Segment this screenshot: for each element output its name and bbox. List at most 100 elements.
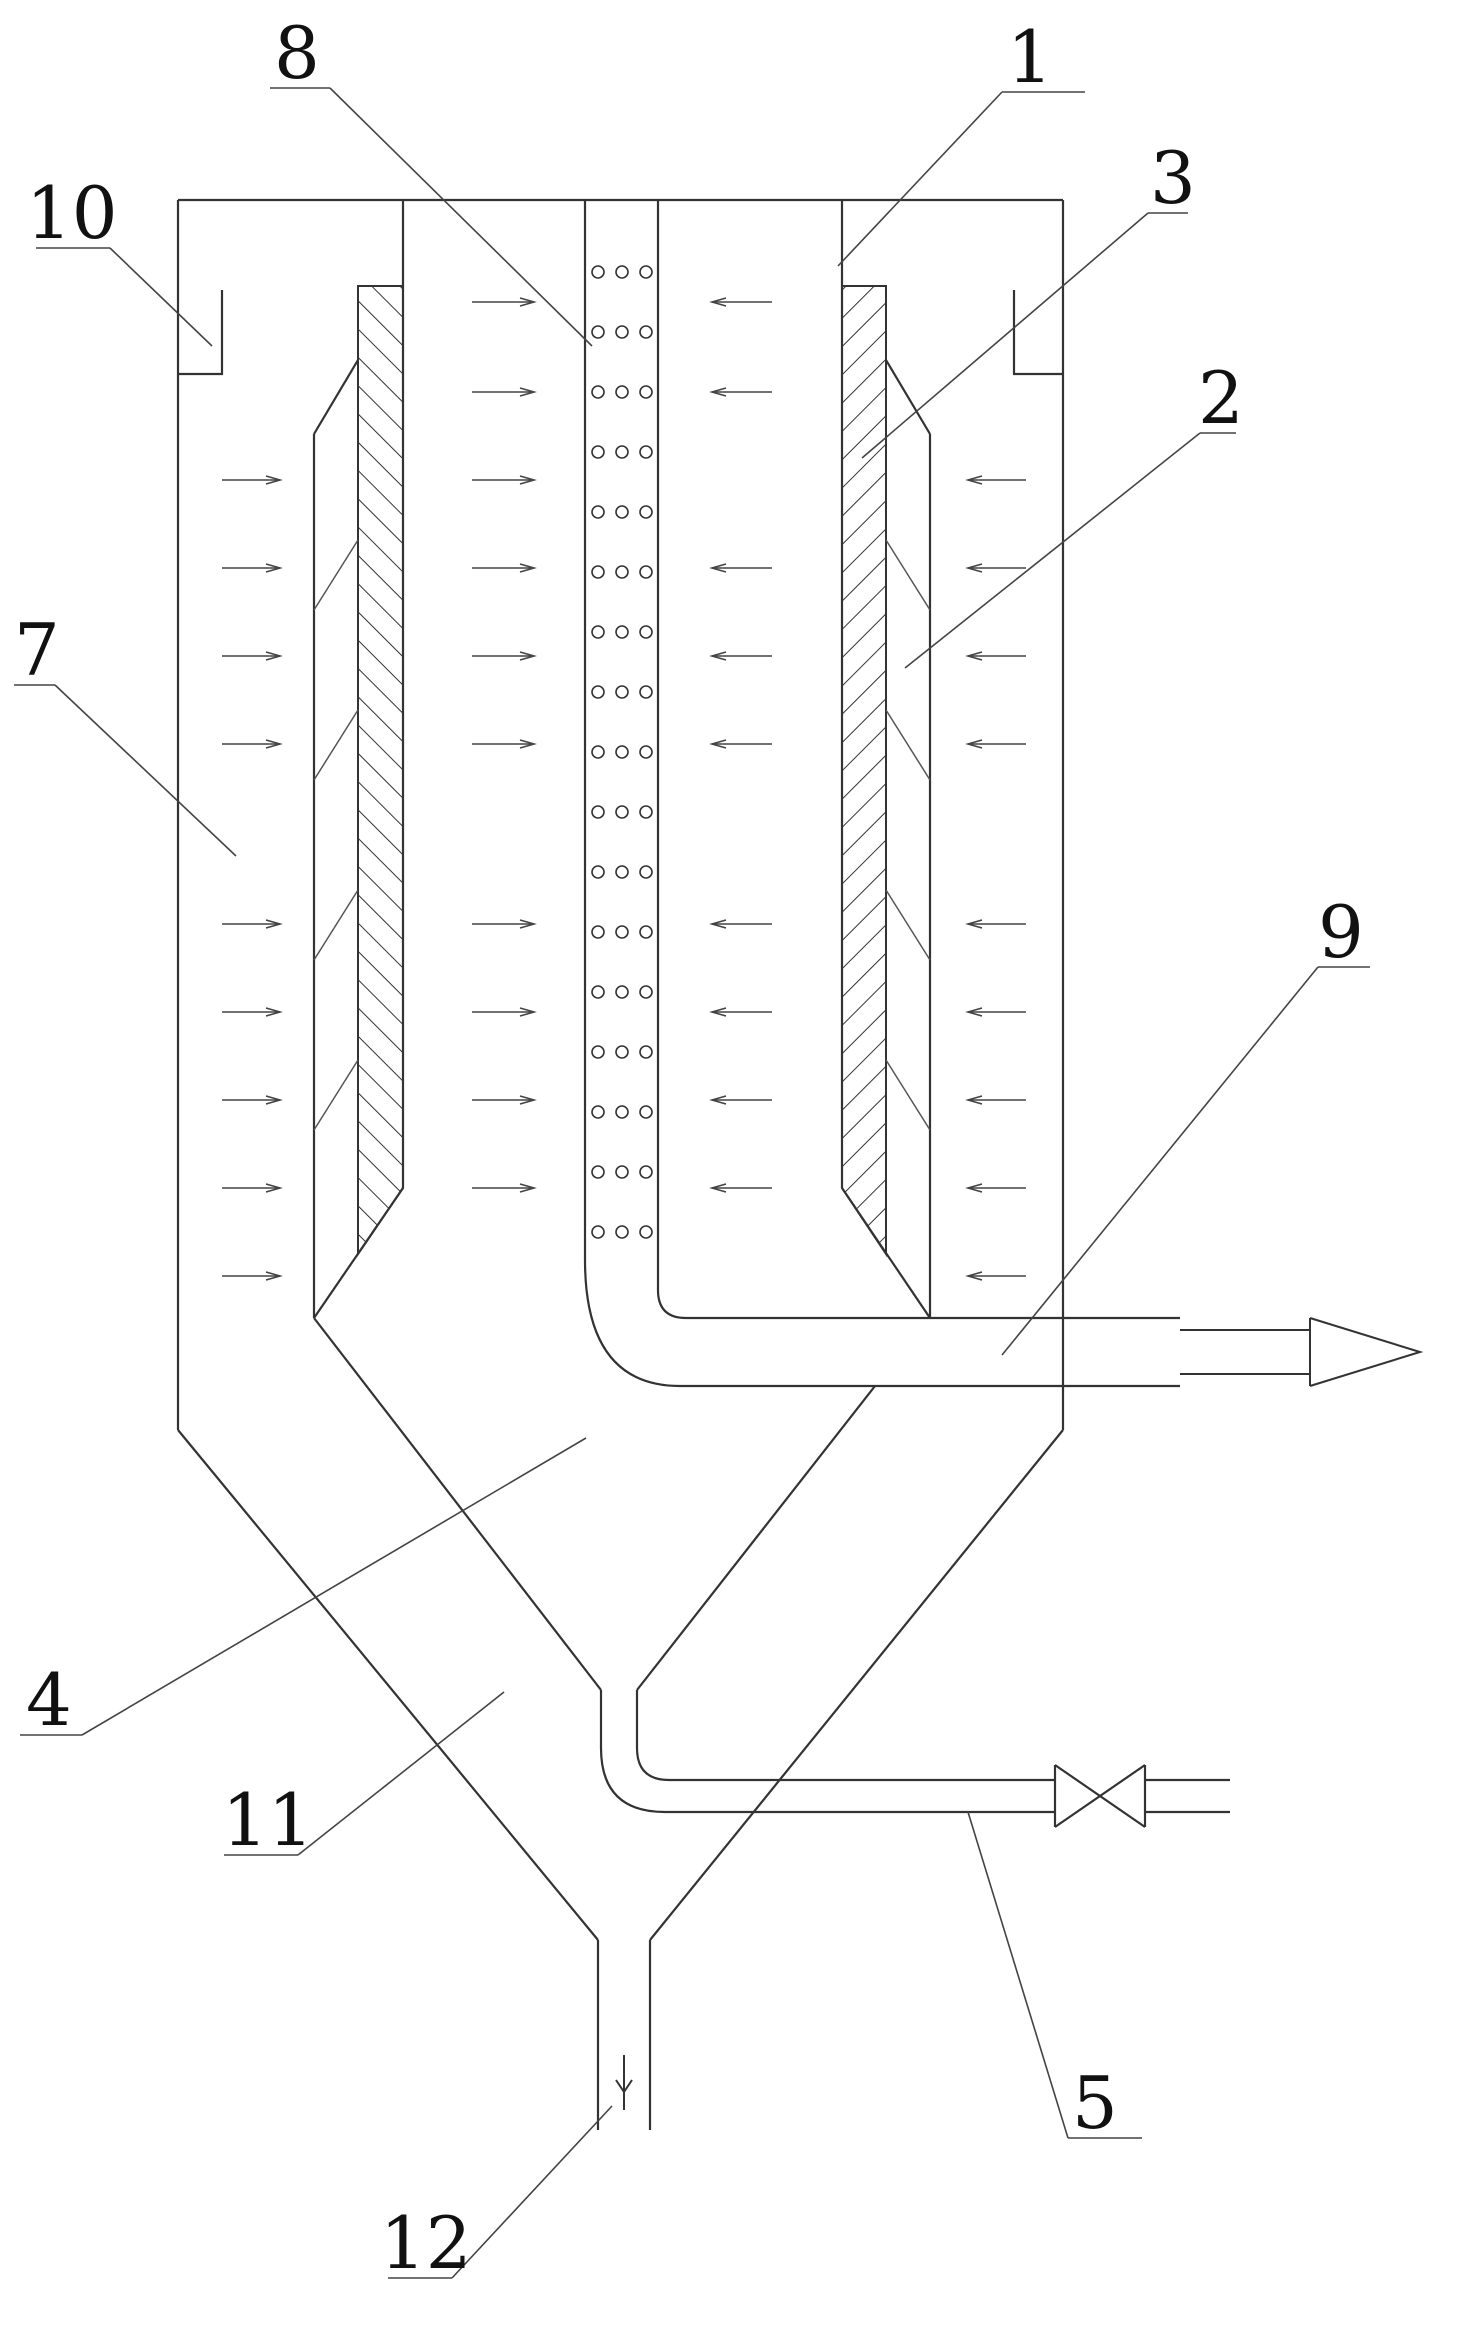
outer-vessel (176, 198, 1065, 2130)
flow-arrow (222, 1183, 283, 1193)
flow-arrow (965, 651, 1026, 661)
perforation-hole (615, 985, 629, 999)
inlet-pipe (313, 1317, 1230, 1814)
perforation-hole (639, 265, 653, 279)
flow-arrow (222, 1095, 283, 1105)
perforation-hole (591, 445, 605, 459)
perforation-hole (615, 1225, 629, 1239)
label-9: 9 (1318, 890, 1364, 974)
flow-arrow (709, 919, 772, 929)
perforation-hole (591, 265, 605, 279)
label-4: 4 (26, 1658, 72, 1742)
label-8: 8 (274, 11, 320, 95)
inlet-pipe-lower (599, 1747, 1055, 1814)
flow-arrow (472, 475, 537, 485)
flow-arrow (472, 651, 537, 661)
perforation-hole (639, 505, 653, 519)
flow-arrow (965, 919, 1026, 929)
inlet-pipe-upper (635, 1747, 1055, 1782)
overflow-weirs (178, 290, 1063, 376)
perforation-hole (591, 985, 605, 999)
perforation-hole (591, 745, 605, 759)
perforation-hole (639, 325, 653, 339)
leader-lines (14, 87, 1370, 2279)
perforation-hole (591, 325, 605, 339)
flow-arrow (222, 563, 283, 573)
outlet-pipe-lower (583, 1259, 1180, 1388)
filter-layer-left (357, 285, 404, 1258)
flow-arrow (965, 563, 1026, 573)
flow-arrow (222, 919, 283, 929)
inner-cone-right (636, 1385, 876, 1691)
perforation-hole (639, 1165, 653, 1179)
flow-arrow (709, 1095, 772, 1105)
flow-arrow (222, 739, 283, 749)
perforation-hole (615, 505, 629, 519)
perforation-hole (639, 565, 653, 579)
label-5: 5 (1072, 2061, 1118, 2145)
flow-arrow (472, 297, 537, 307)
flow-arrow (709, 1183, 772, 1193)
flow-arrow (965, 739, 1026, 749)
flow-arrow (709, 739, 772, 749)
perforation-hole (639, 445, 653, 459)
flow-arrows (222, 297, 1026, 1281)
perforation-holes (591, 265, 653, 1239)
perforation-hole (615, 745, 629, 759)
perforation-hole (591, 1165, 605, 1179)
right-shell-top-slope (885, 359, 931, 435)
perforation-hole (639, 745, 653, 759)
flow-arrow (965, 1095, 1026, 1105)
flow-arrow (472, 1007, 537, 1017)
weir-right (1012, 290, 1063, 376)
filter-layers (357, 285, 887, 1258)
perforation-hole (591, 1045, 605, 1059)
inner-module (312, 200, 932, 1319)
label-3: 3 (1150, 136, 1196, 220)
perforation-hole (591, 805, 605, 819)
label-12: 12 (380, 2201, 472, 2285)
perforation-hole (615, 325, 629, 339)
flow-arrow (472, 739, 537, 749)
perforation-hole (639, 865, 653, 879)
perforation-hole (615, 445, 629, 459)
flow-arrow (222, 1007, 283, 1017)
perforation-hole (615, 805, 629, 819)
perforation-hole (615, 925, 629, 939)
flow-arrow (222, 475, 283, 485)
flow-arrow (709, 1007, 772, 1017)
inner-cone-left (313, 1317, 602, 1691)
perforation-hole (639, 1225, 653, 1239)
perforation-hole (639, 805, 653, 819)
label-10: 10 (26, 171, 118, 255)
perforation-hole (639, 1045, 653, 1059)
shell-diagonals (313, 539, 931, 1131)
perforation-hole (639, 625, 653, 639)
cone-right-wall (649, 1429, 1064, 1941)
perforation-hole (591, 1105, 605, 1119)
outlet-arrow (1180, 1317, 1424, 1387)
discharge-valve-mark (615, 2055, 633, 2110)
flow-arrow (965, 1007, 1026, 1017)
perforation-hole (639, 685, 653, 699)
perforation-hole (615, 265, 629, 279)
perforation-hole (591, 385, 605, 399)
flow-arrow (965, 475, 1026, 485)
cone-left-wall (177, 1429, 599, 1941)
valve-icon[interactable] (1053, 1764, 1147, 1828)
flow-arrow (472, 1095, 537, 1105)
perforation-hole (639, 985, 653, 999)
perforation-hole (591, 505, 605, 519)
label-1: 1 (1007, 15, 1053, 99)
label-7: 7 (14, 608, 60, 692)
flow-arrow (709, 297, 772, 307)
perforation-hole (591, 625, 605, 639)
reference-numerals: 1 3 2 8 10 7 9 4 11 5 12 (14, 11, 1364, 2285)
perforation-hole (639, 385, 653, 399)
left-shell-top-slope (313, 359, 359, 435)
perforation-hole (591, 925, 605, 939)
weir-left (178, 290, 224, 376)
central-tube (583, 200, 1180, 1388)
perforation-hole (615, 385, 629, 399)
perforation-hole (639, 925, 653, 939)
